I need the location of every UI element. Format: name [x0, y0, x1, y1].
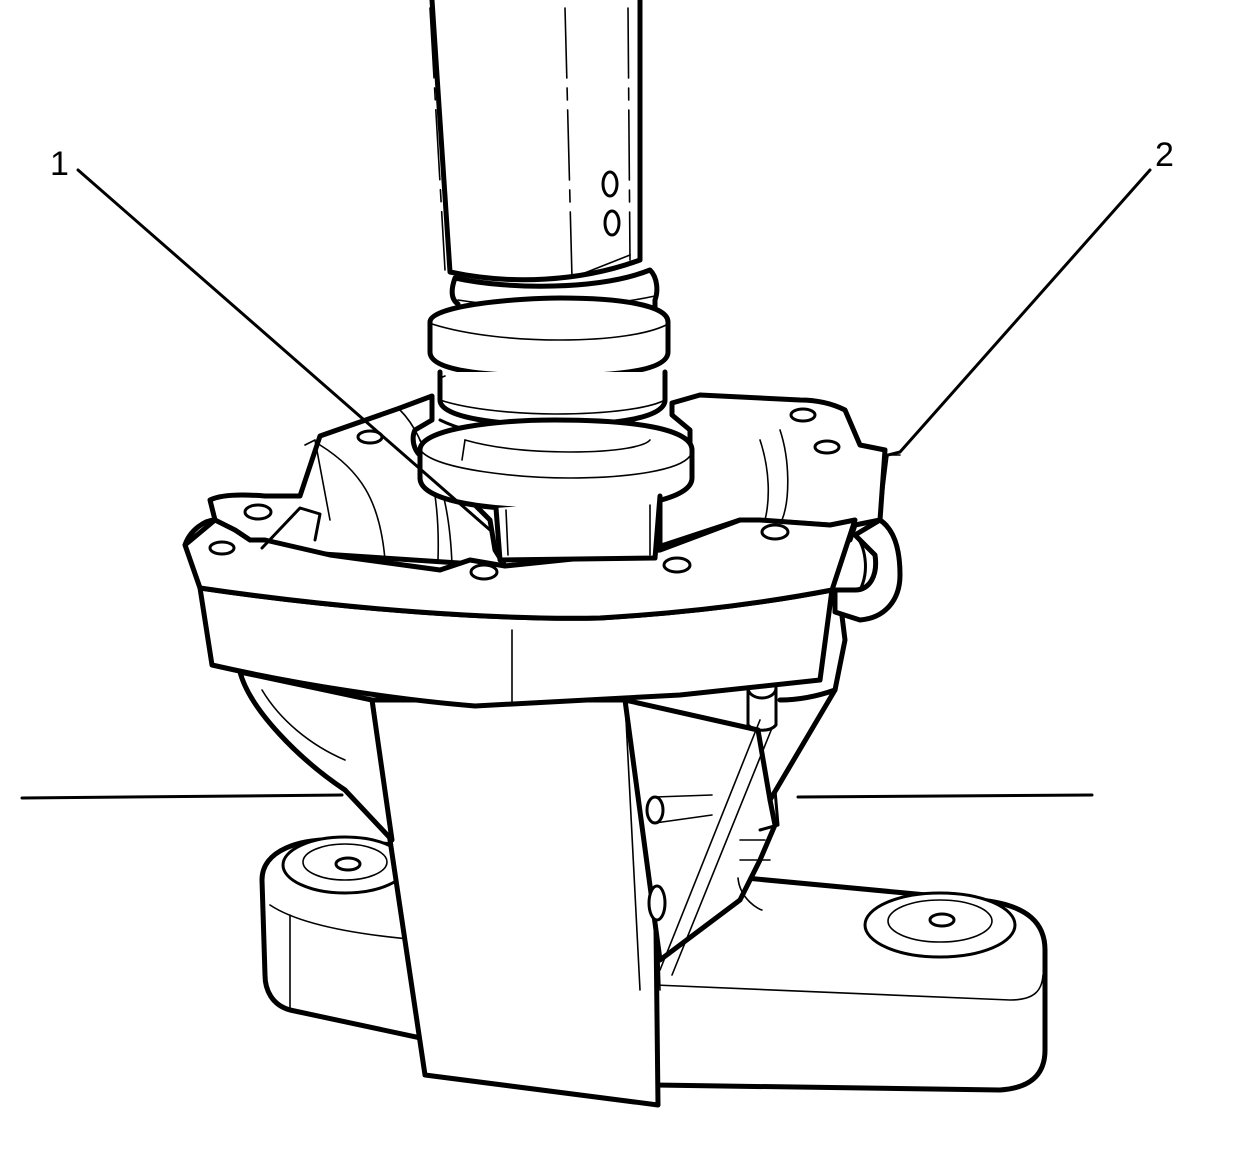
- fixture-column: [369, 697, 661, 1108]
- callout-1-label: 1: [50, 145, 69, 183]
- bench-surface-lines: [20, 793, 1094, 800]
- housing-flange: [182, 392, 903, 709]
- flange-bolt-holes: [208, 407, 841, 581]
- callout-2-label: 2: [1155, 136, 1174, 174]
- housing-lower-body: [237, 577, 848, 976]
- press-ram: [429, 0, 643, 283]
- callout-leader-1: [76, 168, 492, 532]
- callout-leader-2: [886, 168, 1152, 457]
- leader-lines: [76, 168, 1152, 532]
- bearing-installer: [417, 267, 695, 563]
